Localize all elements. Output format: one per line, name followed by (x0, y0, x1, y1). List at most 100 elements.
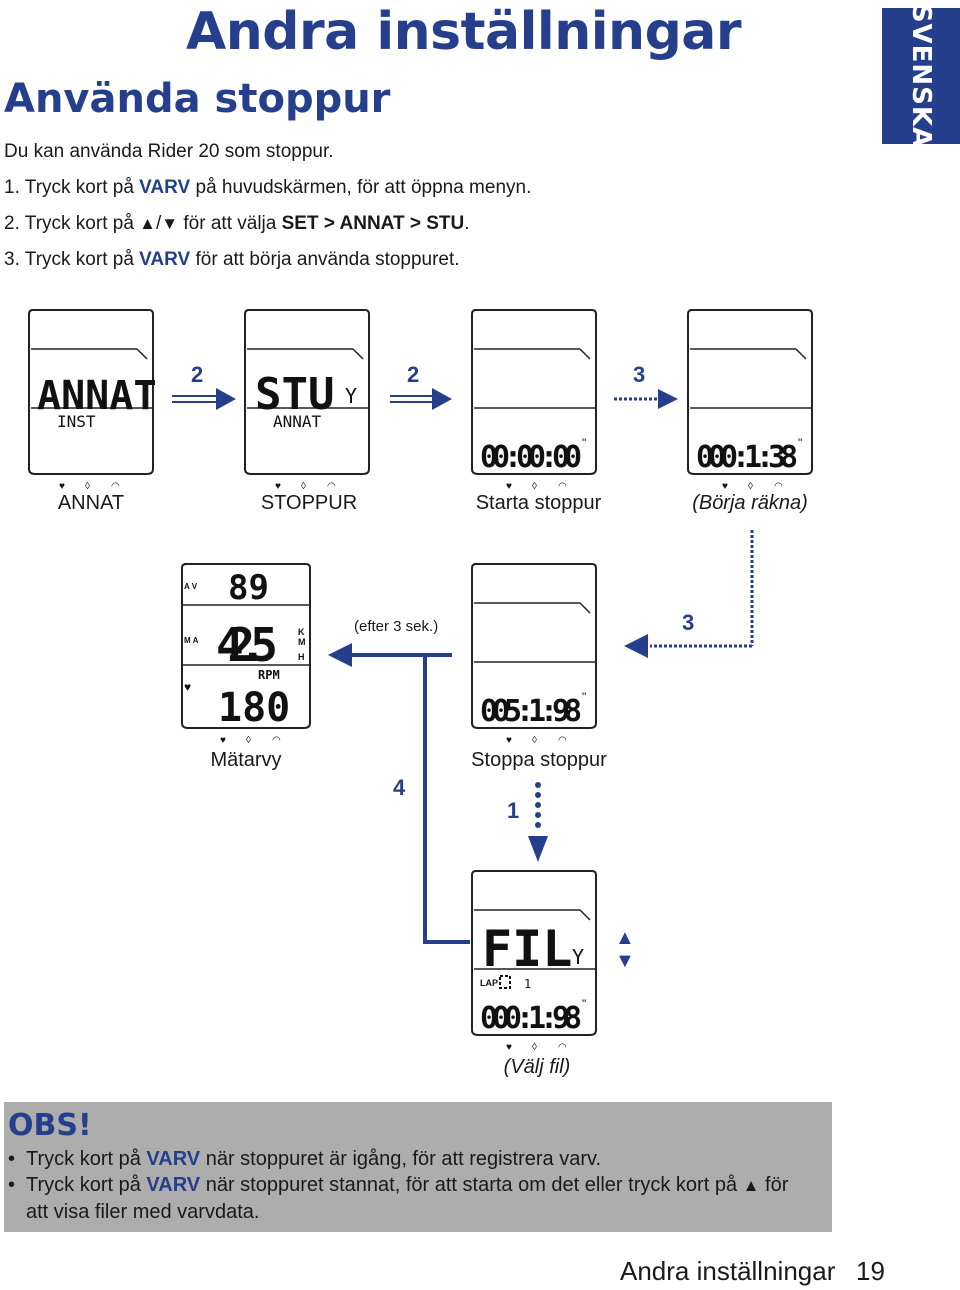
lcd-time: 000:1:98 (480, 1001, 582, 1036)
menu-path: SET > ANNAT > STU (281, 213, 465, 234)
device-screen-count: 000:1:38 " ♥ ◊ ◠ (686, 309, 814, 499)
note-text: när stoppuret stannat, för att starta om… (205, 1174, 738, 1196)
key-varv: VARV (139, 249, 191, 270)
heart-icon: ♥ (722, 481, 728, 492)
section-title: Använda stoppur (4, 76, 391, 122)
step-text: . (464, 213, 470, 234)
lcd-time: 005:1:98 (480, 694, 582, 729)
lcd-mark: Y (345, 384, 357, 408)
bullet-dot: • (8, 1148, 16, 1170)
sensor-icon: ◊ (301, 481, 306, 492)
heart-icon: ♥ (59, 481, 65, 492)
lcd-sup: " (582, 436, 586, 450)
lcd-time: 000:1:38 (696, 440, 798, 475)
note-text: Tryck kort på (26, 1148, 141, 1170)
gauge-icon: ◠ (111, 481, 120, 492)
separator: / (156, 213, 162, 234)
note-text: när stoppuret är igång, för att registre… (205, 1148, 602, 1170)
arrow-count-to-stop (624, 530, 754, 658)
down-arrow-icon: ▼ (161, 214, 179, 233)
lcd-small-text: INST (57, 412, 96, 431)
heart-icon: ♥ (275, 481, 281, 492)
lcd-big-text: STU (255, 369, 334, 420)
step-number: 3. (4, 249, 20, 270)
unit-h: H (298, 652, 305, 662)
heart-icon: ♥ (506, 735, 512, 746)
caption-stop: Stoppa stoppur (471, 749, 607, 771)
up-arrow-icon: ▲ (139, 214, 156, 233)
arrow-start-to-count (614, 389, 678, 409)
caption-annat: ANNAT (57, 492, 125, 514)
gauge-icon: ◠ (558, 1042, 567, 1053)
step-1: 1. Tryck kort på VARV på huvudskärmen, f… (4, 177, 531, 199)
caption-stoppur: STOPPUR (260, 492, 358, 514)
step-label: 2 (191, 362, 204, 387)
heart-icon: ♥ (220, 735, 226, 746)
label-av: A V (184, 582, 198, 591)
lcd-big-text: FIL (482, 920, 572, 978)
step-text: Tryck kort på (24, 213, 134, 234)
lap-number: 1 (524, 977, 531, 991)
note-text: för att visa filer med varvdata. (26, 1174, 789, 1223)
up-arrow-icon: ▲ (615, 927, 635, 949)
lap-label: LAP (480, 978, 498, 988)
gauge-icon: ◠ (774, 481, 783, 492)
intro-text: Du kan använda Rider 20 som stoppur. (4, 141, 334, 162)
step-text: Tryck kort på (24, 249, 134, 270)
device-screen-start: 00:00:00 " ♥ ◊ ◠ (470, 309, 598, 499)
sensor-icon: ◊ (748, 481, 753, 492)
step-number: 2. (4, 213, 20, 234)
arrow-annat-to-stu (172, 388, 236, 410)
chapter-title: Andra inställningar (186, 2, 742, 62)
sensor-icon: ◊ (532, 481, 537, 492)
unit-k: K (298, 627, 305, 637)
step-3: 3. Tryck kort på VARV för att börja anvä… (4, 249, 460, 271)
step-label: 3 (633, 362, 646, 387)
language-tab: SVENSKA (882, 4, 960, 148)
key-varv: VARV (146, 1148, 201, 1170)
lcd-top: 89 (228, 568, 269, 608)
sensor-icon: ◊ (85, 481, 90, 492)
lcd-heart-rate: 180 (218, 685, 290, 731)
lcd-sup: " (798, 436, 802, 450)
sensor-icon: ◊ (532, 1042, 537, 1053)
gauge-icon: ◠ (327, 481, 336, 492)
caption-count: (Börja räkna) (692, 492, 808, 514)
lcd-small-text: ANNAT (273, 412, 322, 431)
gauge-icon: ◠ (272, 735, 281, 746)
caption-starta: Starta stoppur (475, 492, 602, 514)
step-label: 1 (507, 798, 520, 823)
gauge-icon: ◠ (558, 481, 567, 492)
delay-note: (efter 3 sek.) (354, 618, 439, 635)
caption-file: (Välj fil) (503, 1056, 571, 1078)
arrow-stop-to-file (528, 782, 548, 862)
lcd-sup: " (582, 690, 586, 704)
label-ma: M A (184, 636, 199, 645)
lcd-time: 00:00:00 (480, 440, 582, 475)
step-number: 1. (4, 177, 20, 198)
step-text: Tryck kort på (24, 177, 134, 198)
key-varv: VARV (146, 1174, 201, 1196)
arrow-stu-to-start (390, 388, 452, 410)
device-screen-stu: STU Y ANNAT ♥ ◊ ◠ (243, 309, 371, 499)
step-label: 3 (682, 610, 695, 635)
up-arrow-icon: ▲ (742, 1176, 760, 1195)
heart-icon: ♥ (506, 481, 512, 492)
step-2: 2. Tryck kort på ▲/▼ för att välja SET >… (4, 213, 470, 235)
bullet-dot: • (8, 1174, 16, 1196)
page-number: 19 (856, 1256, 885, 1286)
step-text: för att välja (183, 213, 277, 234)
gauge-icon: ◠ (558, 735, 567, 746)
device-screen-annat: ANNAT INST ♥ ◊ ◠ (27, 309, 155, 499)
unit-m: M (298, 637, 306, 647)
step-label: 2 (407, 362, 420, 387)
heart-icon: ♥ (184, 680, 191, 694)
caption-meter: Mätarvy (210, 749, 282, 771)
lcd-mark: Y (572, 945, 584, 969)
note-title: OBS! (8, 1108, 92, 1143)
rpm-label: RPM (258, 668, 280, 682)
footer-title: Andra inställningar (620, 1256, 836, 1286)
lcd-sup: " (582, 997, 586, 1011)
step-label: 4 (393, 775, 406, 800)
flow-connectors (172, 388, 754, 944)
